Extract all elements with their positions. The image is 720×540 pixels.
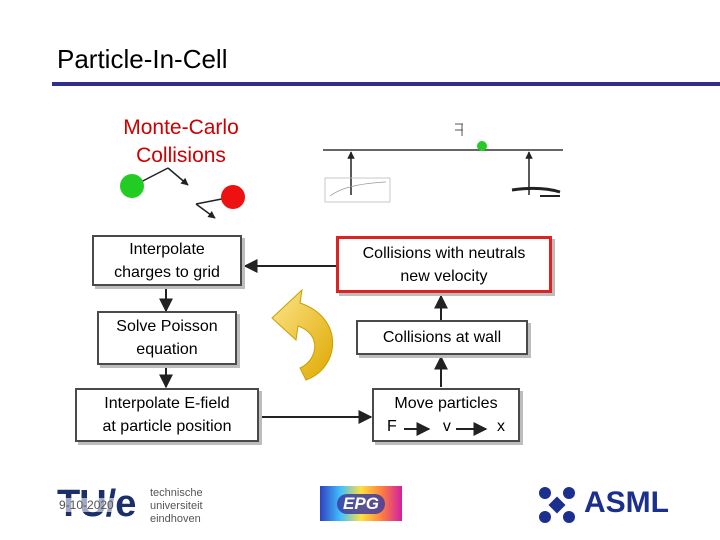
monte-carlo-line2: Collisions [136,144,226,167]
symbol-x: x [497,418,505,435]
monte-carlo-line1: Monte-Carlo [123,116,239,139]
monte-carlo-label: Monte-Carlo Collisions [96,114,266,170]
box-collisions-wall: Collisions at wall [356,320,528,355]
box-solve-poisson-line1: Solve Poisson [116,318,218,335]
symbol-f: F [387,418,397,435]
box-interpolate-efield: Interpolate E-field at particle position [75,388,259,442]
epg-logo-text: EPG [337,493,385,514]
box-collisions-neutrals-line1: Collisions with neutrals [362,244,526,262]
tue-sub-line1: technische [150,487,203,499]
green-particle [120,174,144,198]
tue-sub-line2: universiteit [150,500,203,512]
box-move-particles: Move particles F v x [372,388,520,442]
force-velocity-position-chain: F v x [387,415,505,438]
box-move-particles-title: Move particles [394,395,498,412]
red-particle [221,185,245,209]
box-solve-poisson-line2: equation [136,341,198,358]
move-particles-arrows [404,422,488,436]
symbol-v: v [442,418,451,435]
box-collisions-neutrals-line2: new velocity [400,267,488,285]
box-interpolate-charges-line2: charges to grid [114,263,220,281]
cycle-arrow-icon [271,288,334,381]
slide-title: Particle-In-Cell [57,44,228,74]
asml-mark-icon [539,487,575,523]
box-interpolate-efield-line2: at particle position [102,418,232,435]
box-collisions-wall-label: Collisions at wall [382,329,502,346]
box-interpolate-charges: Interpolate charges to grid [92,235,242,286]
epg-logo: EPG [320,486,402,521]
box-interpolate-charges-line1: Interpolate [129,240,205,258]
title-divider [52,82,720,86]
footer-date: 9-10-2020 [59,498,114,512]
tue-sub-line3: eindhoven [150,513,201,525]
wall-sheath-sketch [323,123,563,203]
tue-subtitle: technische universiteit eindhoven [150,487,203,526]
box-interpolate-efield-line1: Interpolate E-field [104,395,230,412]
collision-sketch [120,167,245,219]
box-collisions-neutrals: Collisions with neutrals new velocity [336,236,552,293]
asml-logo: ASML [584,486,669,519]
box-solve-poisson: Solve Poisson equation [97,311,237,365]
